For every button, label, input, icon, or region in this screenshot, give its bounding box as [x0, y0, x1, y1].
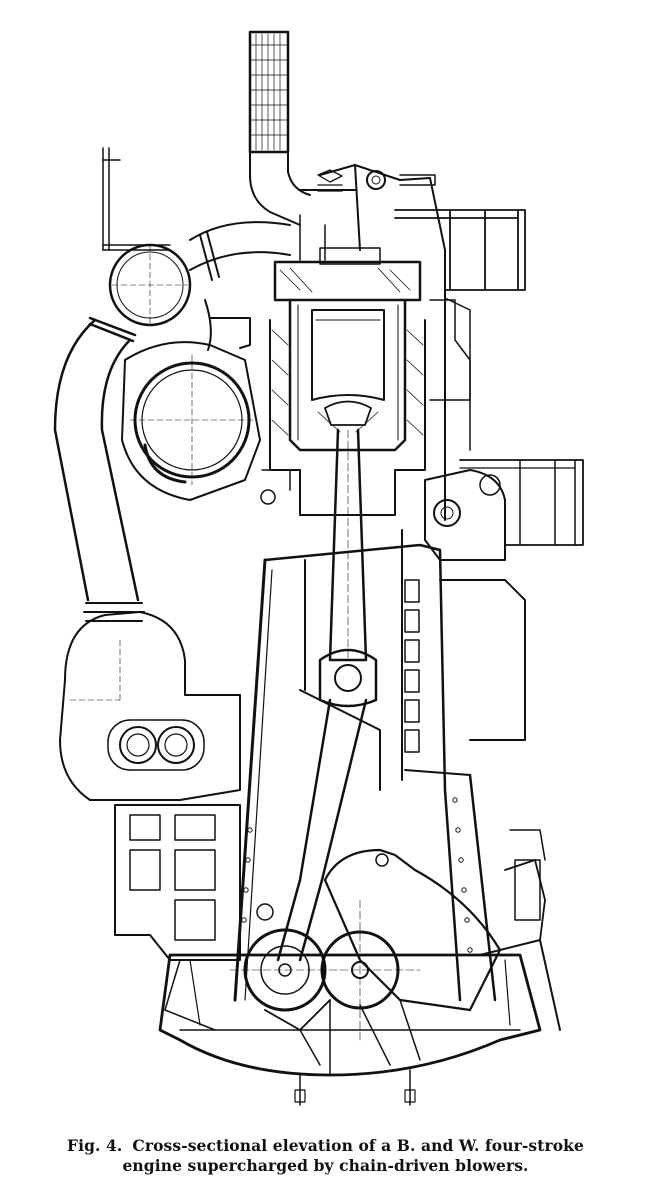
caption-line-2: engine supercharged by chain-driven blow… [122, 1156, 529, 1175]
connecting-rod [276, 428, 378, 962]
caption-line-1: Fig. 4. Cross-sectional elevation of a B.… [0, 1136, 651, 1156]
upper-left-handrail [102, 147, 171, 251]
caption-text-1: Cross-sectional elevation of a B. and W.… [132, 1136, 584, 1155]
lower-blower-casing [59, 611, 241, 801]
left-bedplate-ribs [114, 804, 241, 1031]
right-drive-casing [424, 299, 584, 741]
charge-air-pipe [53, 316, 145, 622]
engine-cross-section-drawing [53, 30, 584, 1106]
figure-label: Fig. 4. [67, 1136, 123, 1155]
crosshead-guide [299, 529, 403, 791]
piston [311, 309, 385, 433]
bedplate [158, 859, 561, 1106]
right-lower-bracket [509, 829, 546, 921]
cylinder-liner [269, 298, 426, 516]
blower-housing [121, 341, 291, 505]
exhaust-stack [248, 30, 311, 226]
upper-right-gallery [394, 209, 526, 401]
crankshaft [229, 848, 502, 1041]
exhaust-manifold [108, 221, 291, 351]
cylinder-head [273, 164, 446, 521]
figure-caption: Fig. 4. Cross-sectional elevation of a B.… [0, 1136, 651, 1176]
